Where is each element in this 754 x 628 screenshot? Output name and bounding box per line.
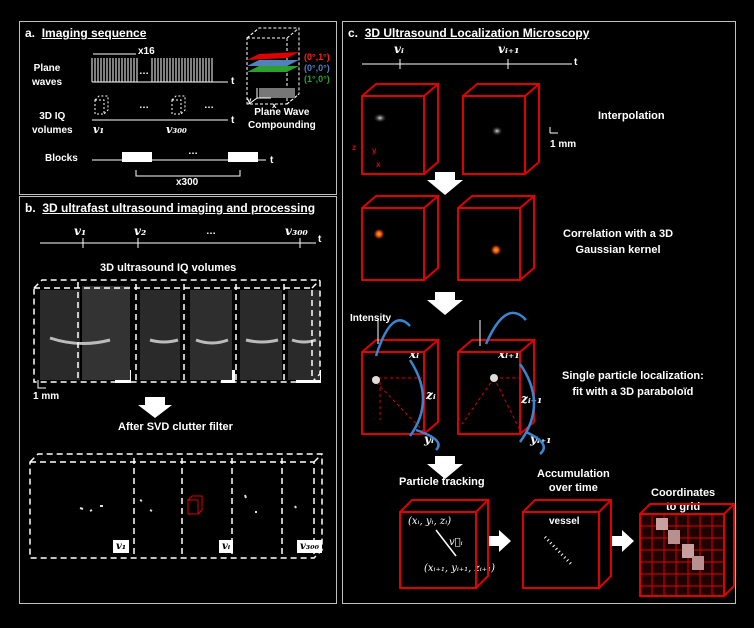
yi1-label: yᵢ₊₁: [530, 432, 552, 446]
blocks-repeat-count: x300: [176, 177, 199, 188]
projection-lines: [371, 377, 521, 433]
step-correlation: Correlation with a 3D Gaussian kernel: [563, 228, 674, 256]
timeline-v300: v₃₀₀: [166, 123, 187, 136]
filtered-label-v300: v₃₀₀: [297, 540, 322, 553]
blocks-time-axis-label: t: [270, 155, 274, 166]
iq-volume-stack: [33, 279, 321, 383]
velocity-vector: v⃗ᵢ: [449, 537, 463, 548]
panel-b-title: b. 3D ultrafast ultrasound imaging and p…: [25, 201, 316, 215]
panel-a-title: a. Imaging sequence: [25, 26, 147, 40]
axis-x: x: [376, 160, 381, 169]
xi-label: xᵢ: [409, 347, 420, 361]
axis-y: y: [372, 146, 377, 155]
angle-label-blue: (0°,0°): [304, 63, 330, 73]
filtered-volume-stack: [29, 453, 323, 559]
panel-b: [19, 196, 337, 604]
scale-bar-icon: [549, 127, 558, 134]
filtered-label-v1: v₁: [113, 540, 130, 553]
step-localization: Single particle localization: fit with a…: [562, 370, 704, 398]
intensity-label: Intensity: [350, 313, 392, 324]
scale-bar-label: 1 mm: [550, 139, 577, 150]
ellipsis: …: [204, 100, 214, 111]
coordinate-i: (xᵢ, yᵢ, zᵢ): [408, 516, 452, 527]
timeline-v1: v₁: [93, 123, 105, 136]
iq-volumes-title: 3D ultrasound IQ volumes: [100, 262, 237, 274]
tracking-label: Particle tracking: [399, 476, 485, 488]
scale-bar-label: 1 mm: [33, 391, 60, 402]
repeat-count: x16: [138, 46, 155, 57]
accumulation-label: Accumulation over time: [537, 468, 610, 494]
compounding-label: Plane Wave Compounding: [248, 107, 316, 131]
plane-waves-label: Plane waves: [32, 63, 63, 88]
xi1-label: xᵢ₊₁: [498, 347, 520, 361]
timeline-v300: v₃₀₀: [285, 224, 308, 238]
axis-z: z: [352, 143, 356, 152]
panel-a: [19, 21, 337, 195]
timeline-v1: v₁: [74, 224, 87, 238]
step-interpolation: Interpolation: [598, 110, 665, 122]
ellipsis: …: [188, 146, 198, 157]
panel-c-title: c. 3D Ultrasound Localization Microscopy: [348, 26, 590, 40]
interpolation-cubes: [361, 83, 540, 175]
plane-wave-pulses: [91, 58, 213, 82]
compounding-axis-x: x: [272, 101, 277, 110]
iq-volumes-label: 3D IQ volumes: [32, 111, 73, 136]
localization-cubes: [361, 339, 535, 435]
timeline-vi1: vᵢ₊₁: [498, 42, 520, 56]
time-axis-label: t: [574, 57, 578, 68]
svd-filter-title: After SVD clutter filter: [118, 421, 233, 433]
filtered-label-vi: vᵢ: [219, 540, 234, 553]
angle-label-green: (1°,0°): [304, 74, 330, 84]
blocks-label: Blocks: [45, 153, 78, 164]
plane-waves-time-axis-label: t: [231, 76, 235, 87]
zi-label: zᵢ: [426, 388, 436, 402]
iq-volume-icons: [94, 95, 186, 115]
yi-label: yᵢ: [424, 432, 434, 446]
tracking-cubes: [399, 499, 612, 589]
coordinate-grid: [639, 503, 735, 597]
ellipsis: …: [139, 66, 149, 77]
ellipsis: …: [139, 100, 149, 111]
panel-c: [342, 21, 736, 604]
timeline-v2: v₂: [134, 224, 147, 238]
paraboloid-fits: [374, 311, 545, 455]
compounding-axis-y: y: [247, 96, 252, 105]
timeline-vi: vᵢ: [394, 42, 404, 56]
zi1-label: zᵢ₊₁: [521, 392, 543, 406]
coordinate-i1: (xᵢ₊₁, yᵢ₊₁, zᵢ₊₁): [424, 563, 495, 574]
angle-label-red: (0°,1°): [304, 52, 330, 62]
vessel-label: vessel: [549, 516, 580, 527]
ellipsis: …: [206, 226, 216, 237]
time-axis-label: t: [318, 234, 322, 245]
correlation-cubes: [361, 195, 535, 281]
iq-time-axis-label: t: [231, 115, 235, 126]
compounding-cube: [246, 27, 300, 105]
